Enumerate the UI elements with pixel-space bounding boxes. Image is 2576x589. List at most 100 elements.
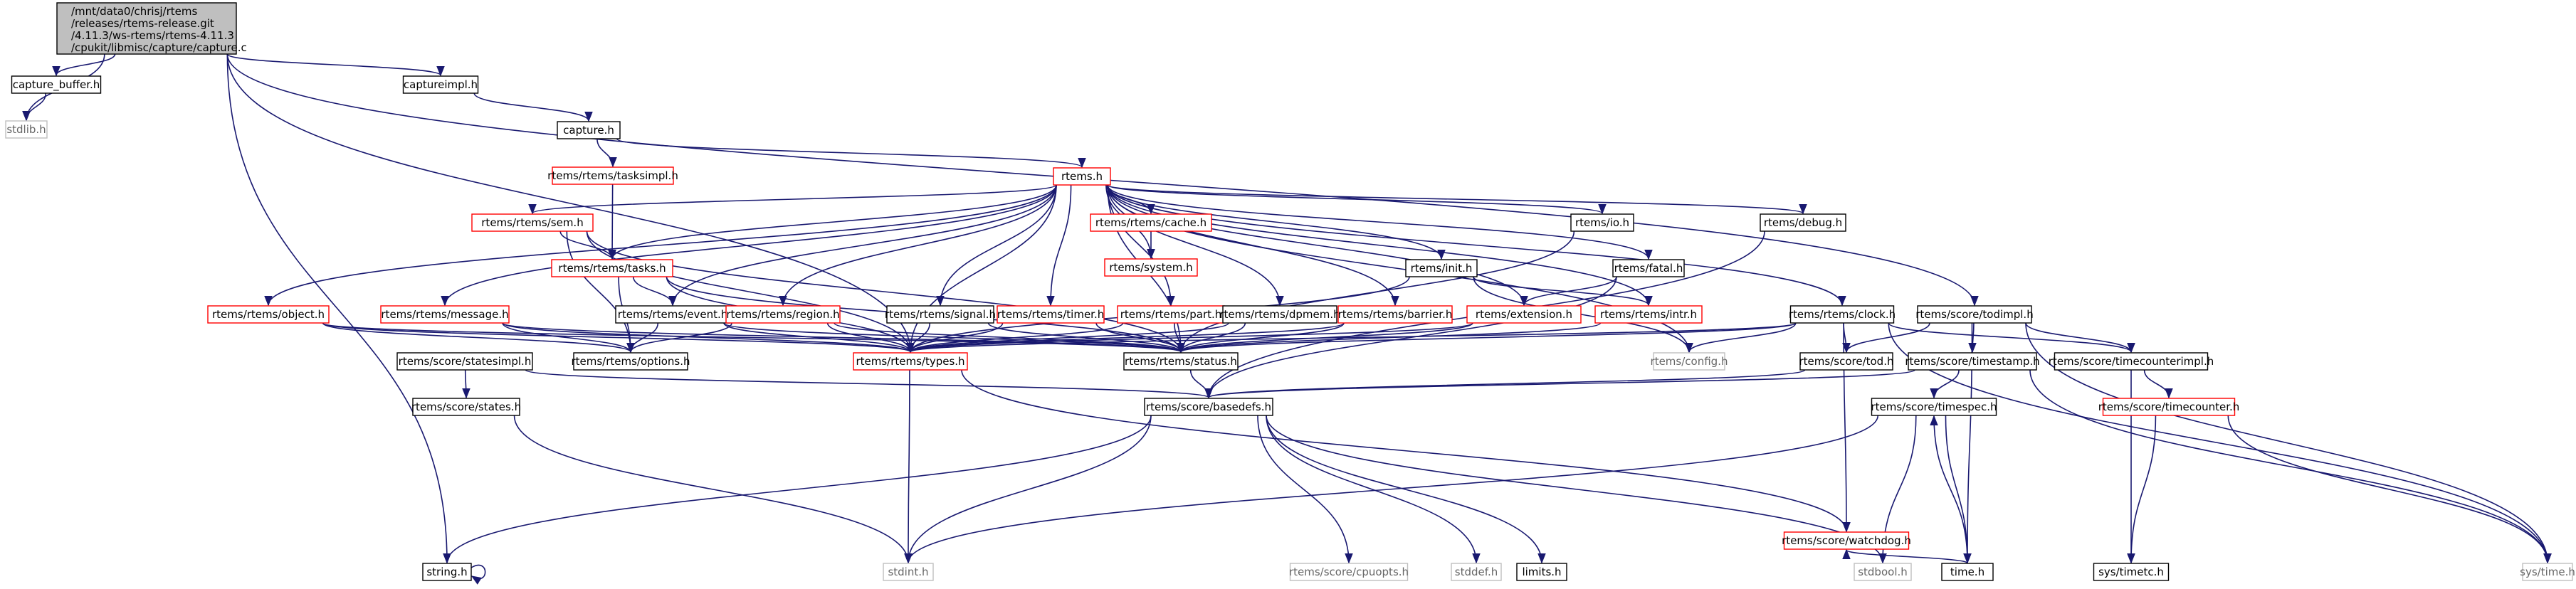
node-string[interactable]: string.h [422, 563, 472, 581]
node-clock[interactable]: rtems/rtems/clock.h [1789, 305, 1896, 324]
node-sys-timetc[interactable]: sys/timetc.h [2093, 563, 2170, 581]
node-captureimpl[interactable]: captureimpl.h [402, 75, 479, 94]
edge-rtems-h-to-io [1107, 184, 1607, 215]
edge-clock-to-types [907, 322, 1797, 354]
node-label: rtems/score/cpuopts.h [1289, 566, 1409, 578]
edge-rtems-h-to-timer [1046, 184, 1072, 307]
edge-rtems-h-to-dpmem [1107, 184, 1284, 307]
node-sem[interactable]: rtems/rtems/sem.h [471, 213, 594, 232]
edge-rtems-h-to-fatal [1107, 184, 1653, 260]
node-stdlib[interactable]: stdlib.h [5, 120, 48, 139]
edge-string-to-string [470, 564, 486, 585]
node-label: rtems/rtems/sem.h [481, 216, 583, 229]
node-label: rtems/rtems/clock.h [1789, 308, 1896, 321]
node-stddef[interactable]: stddef.h [1451, 563, 1502, 581]
node-timestamp[interactable]: rtems/score/timestamp.h [1905, 352, 2040, 371]
node-tod[interactable]: rtems/score/tod.h [1799, 352, 1894, 371]
node-layer: /mnt/data0/chrisj/rtems /releases/rtems-… [5, 2, 2575, 581]
node-extension[interactable]: rtems/extension.h [1466, 305, 1582, 324]
node-dpmem[interactable]: rtems/rtems/dpmem.h [1219, 305, 1340, 324]
node-capture[interactable]: capture.h [557, 121, 621, 139]
node-statesimpl[interactable]: rtems/score/statesimpl.h [396, 352, 533, 371]
node-options[interactable]: rtems/rtems/options.h [571, 352, 690, 371]
node-tasksimpl[interactable]: rtems/rtems/tasksimpl.h [547, 166, 678, 185]
node-intr[interactable]: rtems/rtems/intr.h [1594, 305, 1703, 324]
node-stdint[interactable]: stdint.h [883, 563, 934, 581]
node-stdbool[interactable]: stdbool.h [1854, 563, 1912, 581]
edge-message-to-types [502, 322, 915, 354]
node-label: stdlib.h [6, 123, 46, 136]
edge-init-to-intr [1473, 276, 1653, 307]
node-todimpl[interactable]: rtems/score/todimpl.h [1915, 305, 2034, 324]
edge-rtems-h-to-region [779, 184, 1057, 307]
node-label: rtems/rtems/signal.h [885, 308, 996, 321]
node-states[interactable]: rtems/score/states.h [411, 398, 521, 416]
node-limits[interactable]: limits.h [1516, 563, 1567, 581]
node-event[interactable]: rtems/rtems/event.h [615, 305, 730, 324]
node-cache[interactable]: rtems/rtems/cache.h [1090, 213, 1212, 232]
node-time-h[interactable]: time.h [1941, 563, 1994, 581]
root-line-4: /cpukit/libmisc/capture/capture.c [71, 41, 247, 54]
edge-message-to-status [502, 322, 1185, 354]
node-message[interactable]: rtems/rtems/message.h [380, 305, 510, 324]
node-cpuopts[interactable]: rtems/score/cpuopts.h [1289, 563, 1409, 581]
node-system[interactable]: rtems/system.h [1104, 258, 1198, 277]
node-object[interactable]: rtems/rtems/object.h [207, 305, 330, 324]
node-timer[interactable]: rtems/rtems/timer.h [997, 305, 1105, 324]
node-timecounter[interactable]: rtems/score/timecounter.h [2098, 398, 2240, 416]
node-timecounterimpl[interactable]: rtems/score/timecounterimpl.h [2049, 352, 2214, 371]
node-debug[interactable]: rtems/debug.h [1760, 213, 1846, 232]
edge-capture-buffer-to-stdlib [22, 92, 47, 122]
edge-barrier-to-status [1177, 322, 1345, 354]
node-types[interactable]: rtems/rtems/types.h [853, 352, 968, 371]
node-label: rtems/score/todimpl.h [1915, 308, 2033, 321]
edge-timespec-to-stdint [904, 415, 1879, 564]
node-label: rtems/rtems/object.h [212, 308, 325, 321]
node-tasks[interactable]: rtems/rtems/tasks.h [551, 259, 673, 277]
node-label: capture_buffer.h [13, 78, 100, 92]
node-init[interactable]: rtems/init.h [1405, 259, 1478, 277]
node-label: rtems/score/timecounter.h [2098, 400, 2240, 413]
node-root-capture-c[interactable]: /mnt/data0/chrisj/rtems /releases/rtems-… [56, 2, 247, 55]
node-timespec[interactable]: rtems/score/timespec.h [1871, 398, 1997, 416]
node-barrier[interactable]: rtems/rtems/barrier.h [1337, 305, 1453, 324]
node-label: rtems/score/states.h [411, 400, 521, 413]
edge-rtems-h-to-intr [1107, 184, 1653, 307]
edge-rtems-h-to-sem [528, 184, 1057, 215]
edge-object-to-status [322, 322, 1184, 354]
edge-sem-to-tasks [559, 230, 616, 260]
node-label: rtems/io.h [1575, 216, 1629, 229]
node-watchdog[interactable]: rtems/score/watchdog.h [1782, 531, 1911, 550]
node-config[interactable]: rtems/config.h [1651, 352, 1728, 371]
edge-clock-to-config [1685, 322, 1797, 354]
node-signal[interactable]: rtems/rtems/signal.h [885, 305, 996, 324]
node-label: stdint.h [888, 566, 928, 578]
node-label: rtems.h [1061, 170, 1103, 183]
edge-tasks-to-event [632, 276, 677, 307]
edge-event-to-status [723, 322, 1185, 354]
node-sys-time[interactable]: sys/time.h [2520, 563, 2575, 581]
edge-message-to-options [502, 322, 635, 354]
edge-root-to-captureimpl [226, 53, 445, 77]
edge-timestamp-to-basedefs [1204, 369, 1915, 399]
node-region[interactable]: rtems/rtems/region.h [725, 305, 841, 324]
edge-time-h-to-watchdog [1842, 548, 1968, 564]
edge-time-h-to-timespec [1930, 415, 1968, 564]
node-rtems-h[interactable]: rtems.h [1053, 167, 1111, 186]
edge-rtems-h-to-clock [1107, 184, 1846, 307]
edge-timespec-to-time-h [1945, 415, 1972, 564]
node-basedefs[interactable]: rtems/score/basedefs.h [1144, 398, 1273, 416]
edge-timecounter-to-sys-time [2227, 415, 2552, 564]
node-capture-buffer[interactable]: capture_buffer.h [11, 75, 102, 94]
node-label: rtems/score/timespec.h [1871, 400, 1997, 413]
edge-intr-to-status [1177, 322, 1602, 354]
edge-sem-to-status [586, 230, 1185, 354]
node-fatal[interactable]: rtems/fatal.h [1612, 259, 1685, 277]
edge-layer [22, 53, 2552, 585]
node-status[interactable]: rtems/rtems/status.h [1123, 352, 1239, 371]
node-io[interactable]: rtems/io.h [1570, 213, 1634, 232]
node-label: stddef.h [1455, 566, 1498, 578]
node-part[interactable]: rtems/rtems/part.h [1117, 305, 1225, 324]
edge-basedefs-to-cpuopts [1257, 415, 1353, 564]
edge-capture-to-tasksimpl [596, 138, 617, 168]
